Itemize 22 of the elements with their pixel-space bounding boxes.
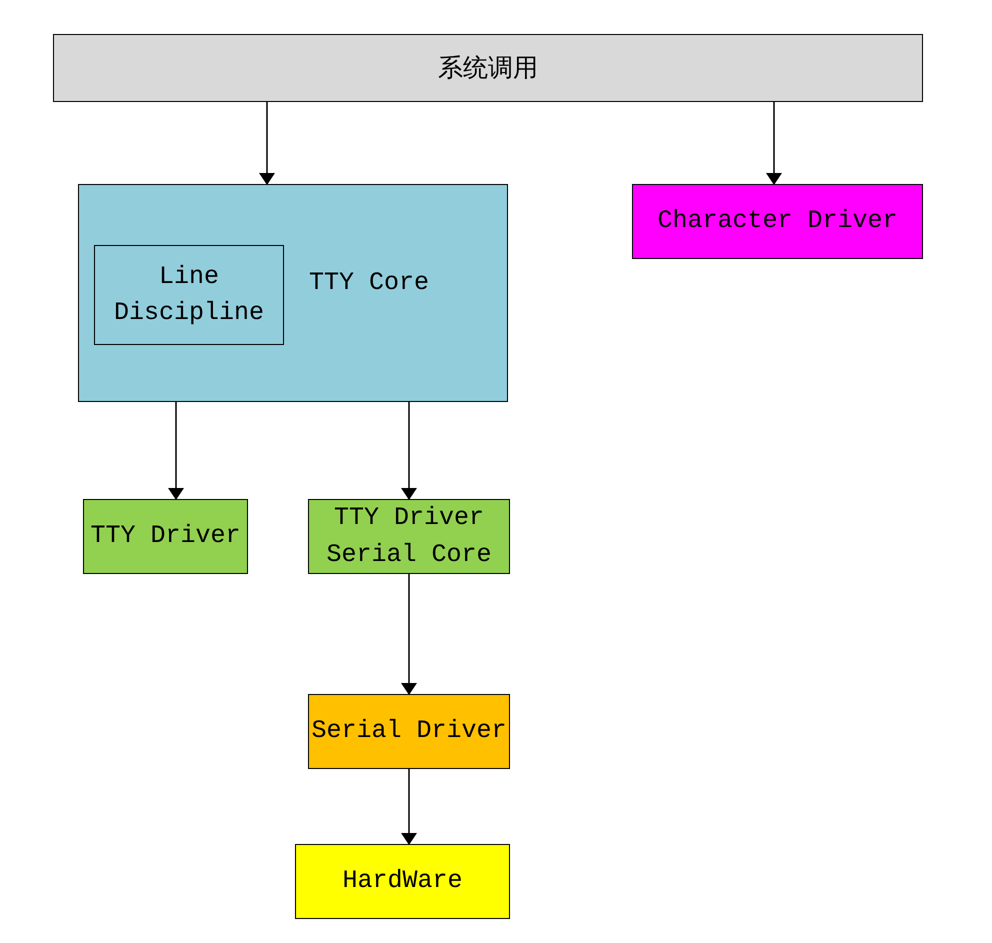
process-box [308, 694, 510, 769]
arrow [259, 102, 275, 185]
box-label: HardWare [342, 865, 463, 898]
box-label: Serial Driver [311, 715, 507, 748]
heading-text: 系统调用 [438, 52, 538, 84]
process-box [632, 184, 923, 259]
process-box [308, 499, 510, 574]
arrow [168, 402, 184, 500]
process-box [94, 245, 284, 345]
box-label: TTY Core [309, 266, 430, 299]
arrow [766, 102, 782, 185]
process-box [295, 844, 510, 919]
core-container-box [78, 184, 508, 402]
arrow [401, 574, 417, 695]
box-label: Line Discipline [112, 260, 266, 329]
box-label: Character Driver [657, 205, 898, 238]
box-label: TTY Driver [90, 520, 241, 552]
process-box [83, 499, 248, 574]
system-call-box [53, 34, 923, 102]
box-label: TTY Driver Serial Core [325, 502, 493, 570]
arrow [401, 402, 417, 500]
arrow [401, 769, 417, 845]
